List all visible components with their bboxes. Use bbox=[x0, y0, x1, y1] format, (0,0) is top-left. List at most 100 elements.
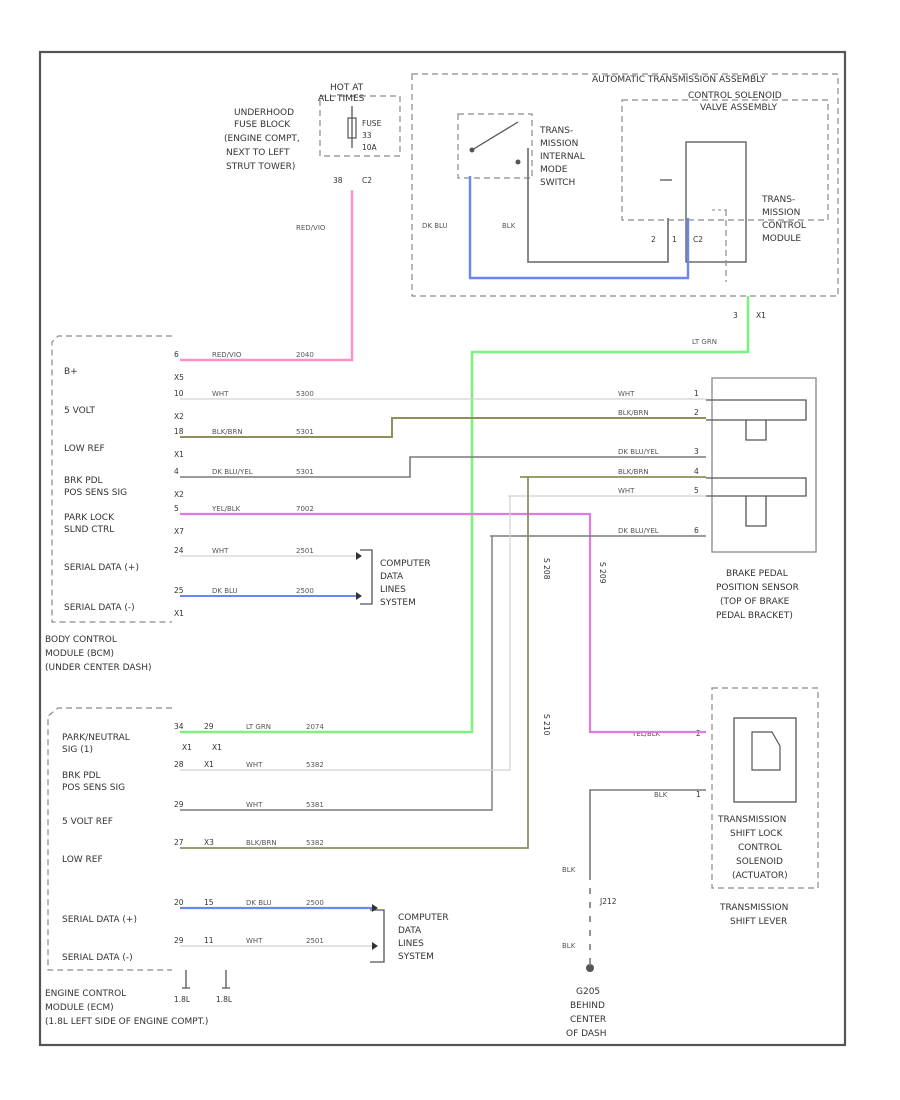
wire-label: BLK bbox=[502, 222, 516, 230]
cdls-bracket bbox=[360, 549, 373, 605]
bcm-pin-label: B+ bbox=[64, 367, 78, 377]
wire-label: DK BLU bbox=[212, 587, 238, 595]
ecm-pin-label: BRK PDL bbox=[62, 771, 101, 781]
wire-label: DK BLU/YEL bbox=[618, 527, 659, 535]
diagram-frame bbox=[38, 50, 847, 1047]
switch-contact bbox=[515, 159, 521, 165]
shift-lock-label: CONTROL bbox=[738, 843, 782, 853]
ecm-conn: 11 bbox=[204, 936, 214, 945]
ecm-pin-number: 29 bbox=[174, 800, 184, 809]
bpps-element bbox=[706, 399, 807, 421]
ground-label: CENTER bbox=[570, 1015, 606, 1025]
shift-lock-label: TRANSMISSION bbox=[717, 815, 786, 825]
ground-label: G205 bbox=[576, 987, 600, 997]
ground-icon bbox=[586, 964, 594, 972]
bcm-pin-label: POS SENS SIG bbox=[64, 488, 127, 498]
cdls-label: SYSTEM bbox=[380, 598, 416, 608]
bpps-pin: 1 bbox=[694, 389, 699, 398]
cdls-label: LINES bbox=[380, 585, 406, 595]
solenoid-icon bbox=[751, 731, 781, 771]
wire-label: BLK bbox=[562, 866, 576, 874]
fuse-block-label: (ENGINE COMPT, bbox=[224, 134, 300, 144]
wire-label: WHT bbox=[618, 487, 635, 495]
ecm-pin-label: POS SENS SIG bbox=[62, 783, 125, 793]
bcm-label: (UNDER CENTER DASH) bbox=[45, 663, 151, 673]
bpps-label: (TOP OF BRAKE bbox=[720, 597, 790, 607]
arrow-icon bbox=[372, 942, 378, 950]
wire-label: BLK/BRN bbox=[246, 839, 277, 847]
bcm-pin-number: 5 bbox=[174, 504, 179, 513]
bpps-label: BRAKE PEDAL bbox=[726, 569, 788, 579]
circuit-number: 5382 bbox=[306, 839, 324, 847]
body-control-module: BODY CONTROL MODULE (BCM) (UNDER CENTER … bbox=[45, 335, 314, 673]
splice-label: S 210 bbox=[542, 714, 551, 736]
mode-switch-label: SWITCH bbox=[540, 178, 575, 188]
fuse-block-label: NEXT TO LEFT bbox=[226, 148, 290, 158]
tcm-box bbox=[685, 141, 747, 263]
bcm-conn: X2 bbox=[174, 490, 184, 499]
tcm-label: MISSION bbox=[762, 208, 800, 218]
wire bbox=[180, 477, 529, 849]
wire-label: WHT bbox=[246, 937, 263, 945]
fuse-hot-text: ALL TIMES bbox=[318, 94, 365, 104]
ecm-pin-number: 27 bbox=[174, 838, 184, 847]
circuit-number: 7002 bbox=[296, 505, 314, 513]
wire-label: BLK bbox=[562, 942, 576, 950]
brake-pedal-position-sensor: BRAKE PEDAL POSITION SENSOR (TOP OF BRAK… bbox=[618, 377, 817, 621]
bcm-pin-label: SERIAL DATA (-) bbox=[64, 603, 135, 613]
tcm-pin: 3 bbox=[733, 311, 738, 320]
fuse-block-label: UNDERHOOD bbox=[234, 108, 294, 118]
cdls-label: DATA bbox=[398, 926, 422, 936]
solenoid-outline bbox=[621, 99, 829, 221]
wire-label: RED/VIO bbox=[212, 351, 242, 359]
circuit-number: 2074 bbox=[306, 723, 324, 731]
wire-label: WHT bbox=[246, 761, 263, 769]
shift-lever-label: SHIFT LEVER bbox=[730, 917, 787, 927]
ecm-conn: X1 bbox=[182, 743, 192, 752]
computer-data-lines-lower: COMPUTER DATA LINES SYSTEM bbox=[370, 909, 449, 963]
bcm-pin-number: 4 bbox=[174, 467, 179, 476]
ground-icon bbox=[222, 970, 230, 989]
tcm-conn: C2 bbox=[693, 235, 703, 244]
wire bbox=[180, 512, 706, 734]
bpps-element bbox=[745, 420, 767, 441]
tcm-conn: X1 bbox=[756, 311, 766, 320]
wire-label: YEL/BLK bbox=[631, 730, 661, 738]
ecm-pin-number: 29 bbox=[174, 936, 184, 945]
bpps-element bbox=[745, 496, 767, 527]
ecm-pin-number: 28 bbox=[174, 760, 184, 769]
shift-lock-label: (ACTUATOR) bbox=[732, 871, 788, 881]
ecm-conn: X1 bbox=[204, 760, 214, 769]
wire-label: WHT bbox=[212, 547, 229, 555]
bcm-pin-label: BRK PDL bbox=[64, 476, 103, 486]
wire bbox=[180, 190, 354, 362]
arrow-icon bbox=[372, 904, 378, 912]
switch-pivot bbox=[469, 147, 475, 153]
wire bbox=[527, 148, 669, 263]
bcm-pin-number: 18 bbox=[174, 427, 184, 436]
ecm-outline bbox=[47, 707, 172, 971]
fuse-symbol bbox=[347, 117, 357, 139]
wire bbox=[180, 417, 706, 438]
circuit-number: 5382 bbox=[306, 761, 324, 769]
ecm-label: MODULE (ECM) bbox=[45, 1003, 114, 1013]
cdls-label: DATA bbox=[380, 572, 404, 582]
arrow-icon bbox=[356, 592, 362, 600]
ecm-conn: 29 bbox=[204, 722, 214, 731]
fuse-rating: 10A bbox=[362, 143, 378, 152]
tcm-label: CONTROL bbox=[762, 221, 806, 231]
wire-label: DK BLU bbox=[246, 899, 272, 907]
ground-g205: BLK BLK J212 G205 BEHIND CENTER OF DASH bbox=[562, 866, 617, 1039]
ecm-pin-label: PARK/NEUTRAL bbox=[62, 733, 130, 743]
bcm-conn: X1 bbox=[174, 609, 184, 618]
fuse-name: 33 bbox=[362, 131, 372, 140]
ecm-label: (1.8L LEFT SIDE OF ENGINE COMPT.) bbox=[45, 1017, 208, 1027]
mode-switch-label: MODE bbox=[540, 165, 568, 175]
bcm-pin-number: 6 bbox=[174, 350, 179, 359]
cdls-label: COMPUTER bbox=[380, 559, 431, 569]
wire-label: LT GRN bbox=[692, 338, 717, 346]
ecm-ground-label: 1.8L bbox=[174, 995, 191, 1004]
arrow-icon bbox=[356, 552, 362, 560]
ecm-pin-label: SERIAL DATA (+) bbox=[62, 915, 137, 925]
